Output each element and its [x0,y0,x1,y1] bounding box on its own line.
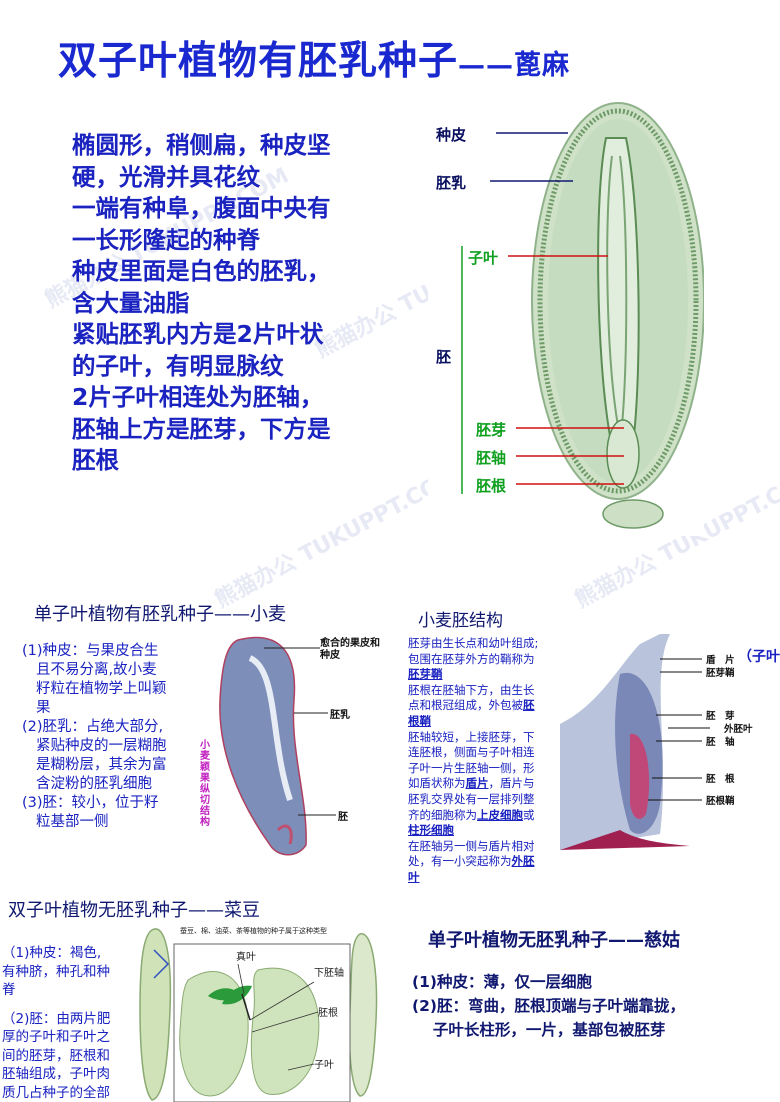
label-wheat-endosperm: 胚乳 [330,710,350,721]
wheat-title: 单子叶植物有胚乳种子——小麦 [34,604,286,625]
arrowhead-line: (1)种皮：薄，仅一层细胞 [412,973,592,991]
wheat-embryo-line: 处，有一小突起称为外胚 [408,854,535,869]
wheat-embryo-line: 齐的细胞称为上皮细胞或 [408,807,535,822]
arrowhead-line: (2)胚：弯曲，胚根顶端与子叶端靠拢， [412,997,685,1015]
label-wheat-axis: 胚 轴 [706,737,735,748]
title-main: 双子叶植物有胚乳种子 [58,39,459,84]
wheat-line: (2)胚乳：占绝大部分, [22,719,164,735]
label-embryo: 胚 [436,348,452,366]
title-sub: ——蓖麻 [458,50,571,81]
wheat-embryo-illustration [560,634,780,850]
wheat-embryo-line: 包围在胚芽外方的鞘称为 [408,651,535,666]
wheat-line: 且不易分离,故小麦 [36,662,157,678]
label-wheat-embryo: 胚 [338,812,348,823]
bean-line: 质几占种子的全部 [2,1084,110,1101]
label-scutellum: 盾 片 [706,655,735,666]
label-plumule: 胚芽 [476,421,507,439]
wheat-line: 紧贴种皮的一层糊胞 [36,738,167,754]
bean-line: （1)种皮：褐色, [2,945,102,961]
label-cotyledon-note: （子叶 [738,649,780,665]
castor-line: 紧贴胚乳内方是2片叶状 [72,320,324,348]
bean-line: 胚轴组成，子叶肉 [2,1066,110,1082]
label-wheat-radicle: 胚 根 [706,774,735,785]
wheat-description: (1)种皮：与果皮合生 且不易分离,故小麦 籽粒在植物学上叫颖 果 (2)胚乳：… [22,642,167,832]
wheat-embryo-line: 子叶一片生胚轴一侧，形 [408,760,535,775]
watermark: 熊猫办公 TUKUPPT.COM [211,463,464,614]
wheat-embryo-description: 胚芽由生长点和幼叶组成; 包围在胚芽外方的鞘称为 胚芽鞘 胚根在胚轴下方，由生长… [408,636,538,886]
label-pericarp: 愈合的果皮和种皮 [320,638,380,661]
wheat-line: 果 [36,700,51,716]
bean-line: 间的胚芽，胚根和 [2,1047,110,1064]
wheat-embryo-line: 胚乳交界处有一层排列整 [408,791,535,806]
label-cotyledon: 子叶 [468,249,499,267]
label-hypocotyl: 胚轴 [476,449,507,467]
label-bean-cotyledon: 子叶 [314,1060,334,1071]
castor-line: 的子叶，有明显脉纹 [72,351,284,380]
bean-description: （1)种皮：褐色, 有种脐，种孔和种 脊 （2)胚：由两片肥 厚的子叶和子叶之 … [2,944,110,1102]
castor-line: 含大量油脂 [72,288,190,317]
wheat-embryo-line: 点和根冠组成，外包被胚 [408,698,535,713]
arrowhead-description: (1)种皮：薄，仅一层细胞 (2)胚：弯曲，胚根顶端与子叶端靠拢， 子叶长柱形，… [412,970,685,1042]
wheat-line: 籽粒在植物学上叫颖 [36,681,167,697]
bean-line: 有种脐，种孔和种 [2,963,110,980]
wheat-embryo-line: 柱形细胞 [408,823,454,838]
bean-title: 双子叶植物无胚乳种子——菜豆 [8,900,260,921]
label-true-leaf: 真叶 [236,952,256,963]
bean-line: （2)胚：由两片肥 [2,1010,111,1027]
wheat-embryo-line: 连胚根，侧面与子叶相连 [408,745,535,760]
label-coleorhiza: 胚根鞘 [706,796,735,807]
label-bean-radicle: 胚根 [318,1008,338,1019]
wheat-embryo-line: 胚芽鞘 [408,667,443,682]
wheat-embryo-line: 根鞘 [408,713,431,728]
label-bean-hypocotyl: 下胚轴 [314,968,344,979]
castor-line: 椭圆形，稍侧扁，种皮坚 [72,131,331,159]
bean-illustration [138,920,380,1102]
label-epiblast: 外胚叶 [724,724,753,735]
arrowhead-title: 单子叶植物无胚乳种子——慈姑 [428,930,680,951]
castor-description: 椭圆形，稍侧扁，种皮坚 硬，光滑并具花纹 一端有种阜，腹面中央有 一长形隆起的种… [72,130,417,477]
label-seed-coat: 种皮 [436,126,467,144]
wheat-grain-illustration [219,636,336,856]
label-endosperm: 胚乳 [436,174,467,192]
wheat-embryo-line: 如盾状称为盾片，盾片与 [408,776,535,791]
wheat-embryo-title: 小麦胚结构 [418,611,503,631]
label-radicle: 胚根 [476,477,507,495]
castor-line: 硬，光滑并具花纹 [72,162,260,191]
castor-line: 一长形隆起的种脊 [72,225,260,254]
arrowhead-line: 子叶长柱形，一片，基部包被胚芽 [412,1021,666,1039]
wheat-embryo-line: 胚根在胚轴下方，由生长 [408,682,535,697]
castor-line: 2片子叶相连处为胚轴， [72,383,324,411]
wheat-caption: 小麦颖果纵切结构 [200,740,210,828]
wheat-line: 是糊粉层，其余为富 [36,757,167,773]
page-title: 双子叶植物有胚乳种子——蓖麻 [58,30,570,86]
castor-line: 种皮里面是白色的胚乳， [72,257,331,285]
wheat-embryo-line: 胚芽由生长点和幼叶组成; [408,636,539,650]
castor-line: 胚根 [72,446,119,474]
bean-line: 脊 [2,982,16,998]
wheat-embryo-line: 叶 [408,869,420,884]
wheat-embryo-line: 在胚轴另一侧与盾片相对 [408,838,535,853]
label-wheat-plumule: 胚 芽 [706,711,735,722]
bean-figure: 蚕豆、棉、油菜、茶等植物的种子属于这种类型 真叶 下胚轴 胚根 子叶 [138,920,380,1102]
wheat-embryo-line: 胚轴较短，上接胚芽，下 [408,729,535,744]
wheat-line: 粒基部一侧 [36,814,109,830]
castor-line: 胚轴上方是胚芽，下方是 [72,414,331,443]
wheat-grain-figure: 愈合的果皮和种皮 胚乳 胚 小麦颖果纵切结构 [198,630,390,860]
wheat-embryo-figure: 盾 片 （子叶 胚芽鞘 胚 芽 外胚叶 胚 轴 胚 根 胚根鞘 [560,634,780,850]
bean-figure-header: 蚕豆、棉、油菜、茶等植物的种子属于这种类型 [180,927,327,935]
wheat-line: 含淀粉的胚乳细胞 [36,776,152,792]
castor-line: 一端有种阜，腹面中央有 [72,194,331,222]
wheat-line: (1)种皮：与果皮合生 [22,643,159,659]
castor-seed-figure: 种皮 胚乳 子叶 胚 胚芽 胚轴 胚根 [428,96,705,536]
label-coleoptile: 胚芽鞘 [706,668,735,679]
castor-seed-illustration [428,96,705,536]
wheat-line: (3)胚：较小，位于籽 [22,795,159,811]
bean-line: 厚的子叶和子叶之 [2,1029,110,1045]
